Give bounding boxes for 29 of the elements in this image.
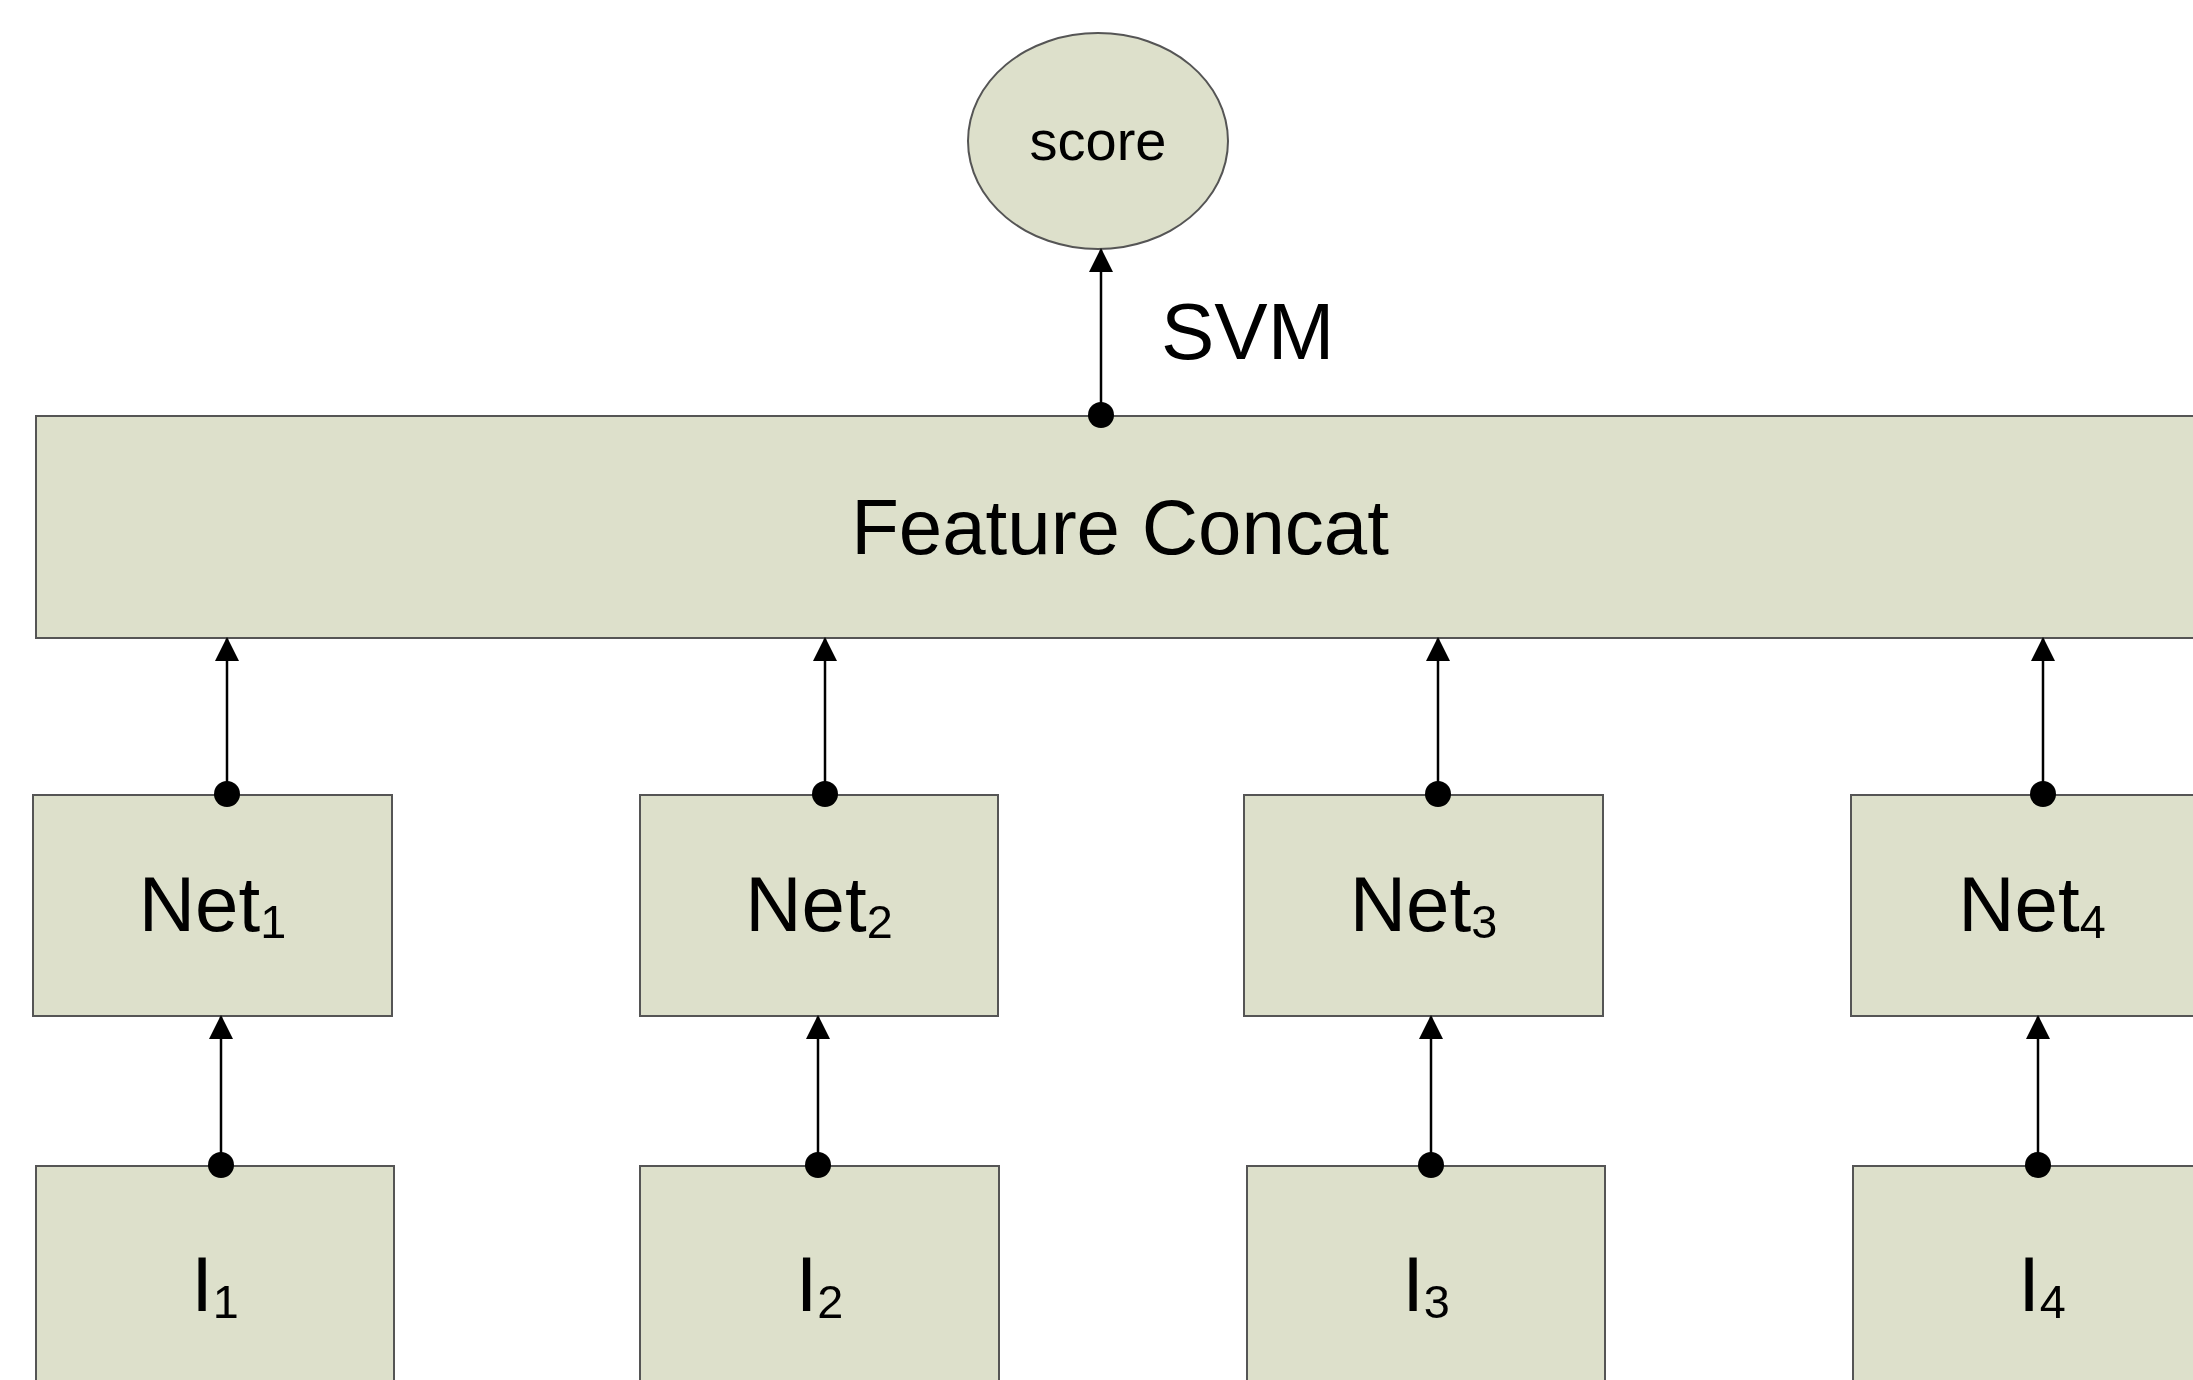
box-label: Net$_{3}$ xyxy=(1349,865,1498,946)
box-label: I$_{4}$ xyxy=(2018,1244,2066,1326)
process-box xyxy=(639,794,999,1017)
box-label: Feature Concat xyxy=(851,488,1389,566)
edge-label: SVM xyxy=(1161,292,1335,373)
box-label: score xyxy=(1029,113,1167,169)
process-box xyxy=(1246,1165,1606,1380)
process-box xyxy=(1852,1165,2193,1380)
process-box xyxy=(639,1165,1000,1380)
process-box xyxy=(35,415,2193,639)
arrow xyxy=(812,637,838,807)
box-label: I$_{1}$ xyxy=(191,1244,239,1326)
box-label: Net$_{1}$ xyxy=(138,865,287,946)
arrow xyxy=(1425,637,1451,807)
arrow xyxy=(214,637,240,807)
arrow xyxy=(2030,637,2056,807)
process-box xyxy=(1850,794,2193,1017)
process-box xyxy=(35,1165,395,1380)
arrow xyxy=(1418,1015,1444,1178)
arrow xyxy=(1088,247,1114,428)
arrow xyxy=(2025,1015,2051,1178)
arrow xyxy=(208,1015,234,1178)
arrow xyxy=(805,1015,831,1178)
box-label: I$_{3}$ xyxy=(1402,1244,1450,1326)
process-box xyxy=(1243,794,1604,1017)
box-label: Net$_{2}$ xyxy=(745,865,893,946)
box-label: I$_{2}$ xyxy=(795,1244,844,1326)
process-box xyxy=(32,794,393,1017)
box-label: Net$_{4}$ xyxy=(1958,865,2106,946)
